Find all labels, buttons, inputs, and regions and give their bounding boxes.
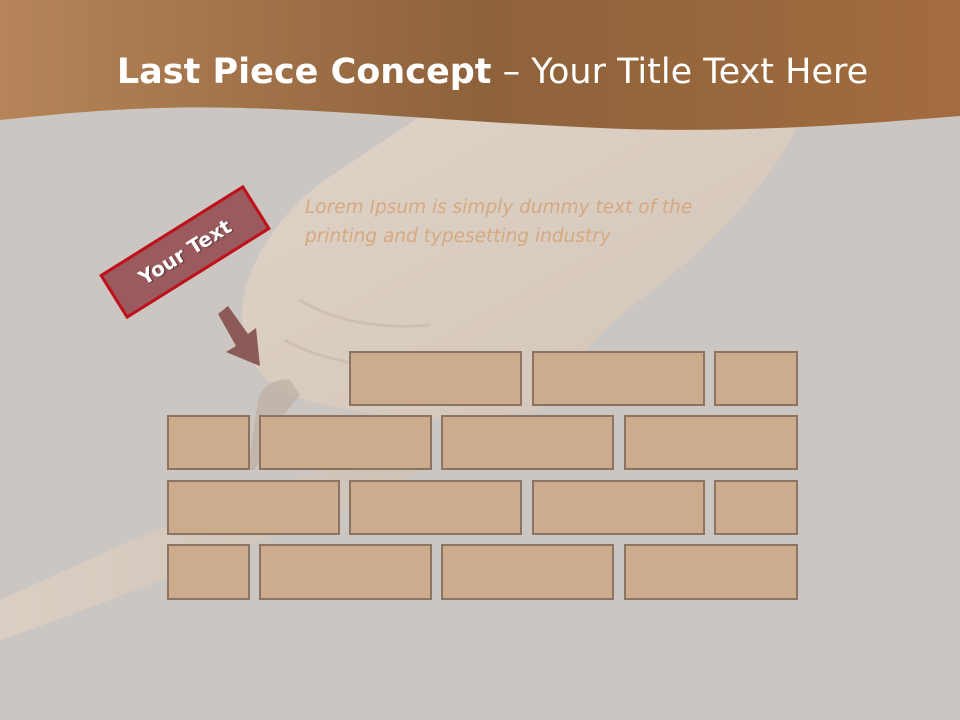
title-bold: Last Piece Concept (116, 52, 492, 92)
header-band (0, 0, 960, 130)
title-rest: – Your Title Text Here (491, 52, 869, 92)
body-text: Lorem Ipsum is simply dummy text of the … (305, 197, 693, 247)
brick (624, 415, 798, 470)
brick (349, 480, 522, 535)
brick (259, 415, 432, 470)
brick (167, 415, 250, 470)
slide-title: Last Piece Concept – Your Title Text Her… (0, 52, 960, 92)
brick (259, 544, 432, 600)
brick (532, 351, 705, 406)
brick (714, 480, 798, 535)
down-right-arrow-icon (218, 306, 260, 366)
brick (624, 544, 798, 600)
brick (441, 415, 614, 470)
brick (714, 351, 798, 406)
brick (167, 480, 340, 535)
brick (532, 480, 705, 535)
brick (441, 544, 614, 600)
brick (349, 351, 522, 406)
brick (167, 544, 250, 600)
